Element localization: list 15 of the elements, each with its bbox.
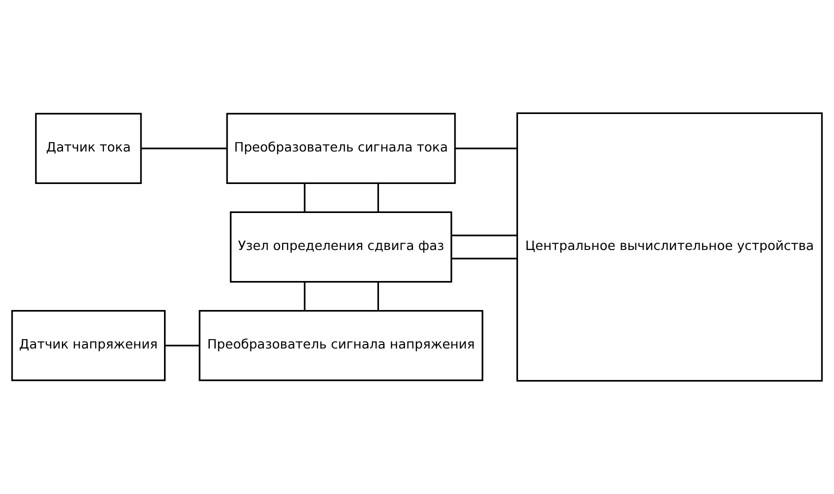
- node-box: Преобразователь сигнала напряжения: [198, 310, 484, 382]
- connector: [304, 282, 306, 311]
- connector: [455, 148, 518, 150]
- connector: [452, 234, 518, 236]
- node-box: Узел определения сдвига фаз: [230, 211, 452, 283]
- node-box: Преобразователь сигнала тока: [226, 112, 456, 184]
- node-box: Датчик напряжения: [11, 310, 166, 382]
- node-box: Центральное вычислительное устройства: [516, 112, 823, 382]
- connector: [141, 148, 228, 150]
- connector: [304, 183, 306, 212]
- connector: [164, 344, 200, 346]
- connector: [452, 258, 518, 260]
- connector: [377, 282, 380, 311]
- node-box: Датчик тока: [35, 112, 142, 184]
- connector: [377, 183, 380, 212]
